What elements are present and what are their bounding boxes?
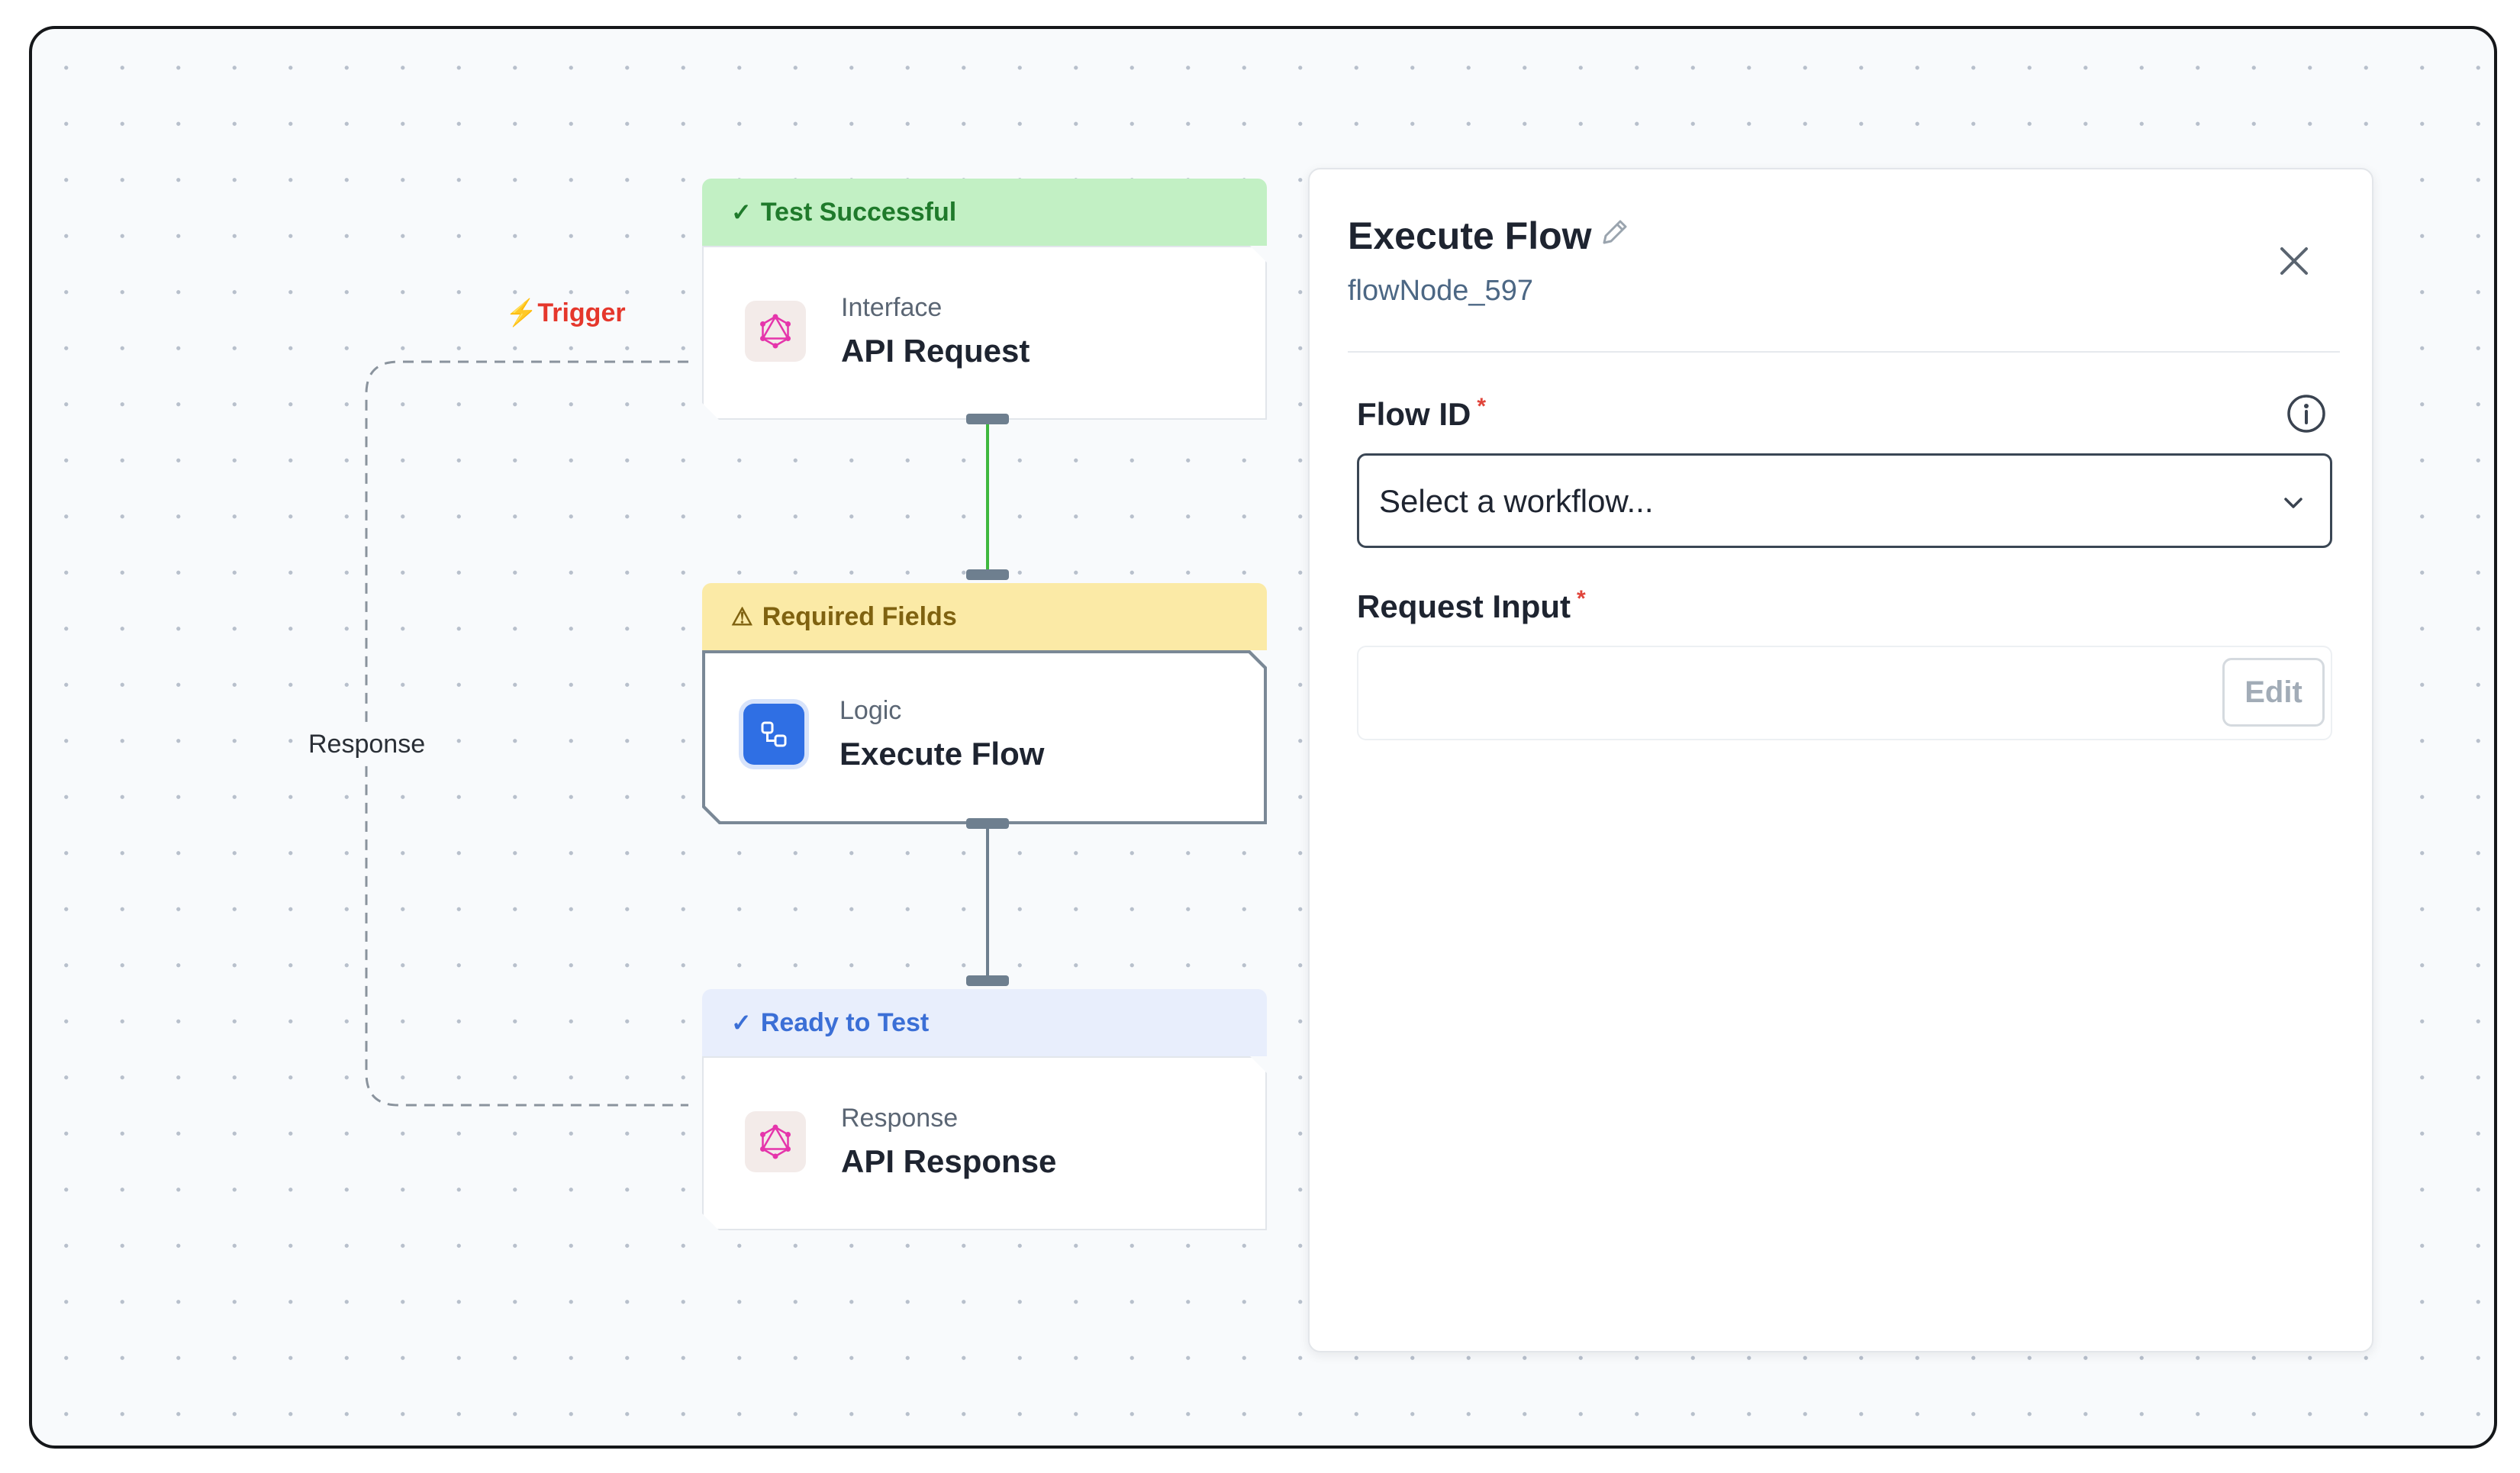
divider [1348,351,2340,353]
required-marker: * [1477,394,1487,419]
status-banner-success: ✓ Test Successful [702,179,1267,246]
flow-id-select[interactable]: Select a workflow... [1357,453,2332,548]
close-icon[interactable] [2276,243,2312,279]
status-banner-ready: ✓ Ready to Test [702,989,1267,1056]
request-input-field[interactable]: Edit [1357,646,2332,740]
node-title: API Request [841,333,1030,369]
select-placeholder: Select a workflow... [1379,483,1654,519]
node-properties-panel: Execute Flow flowNode_597 Flow ID* Selec… [1308,168,2373,1352]
node-title: API Response [841,1143,1057,1179]
graphql-icon [745,1111,806,1172]
graphql-icon [745,301,806,362]
required-marker: * [1577,586,1586,611]
node-category: Interface [841,293,943,322]
info-icon[interactable] [2285,392,2328,435]
output-port[interactable] [966,414,1009,424]
node-category: Logic [839,696,902,725]
node-api-response[interactable]: ✓ Ready to Test Response API Response [702,989,1267,1230]
edit-button[interactable]: Edit [2222,658,2325,727]
node-category: Response [841,1104,959,1133]
node-api-request[interactable]: ✓ Test Successful Interface API Request [702,179,1267,420]
panel-title: Execute Flow [1348,214,1592,257]
node-card-selected[interactable]: Logic Execute Flow [702,650,1267,824]
response-edge-label: Response [305,728,429,761]
lightning-icon: ⚡ [505,298,538,327]
pencil-icon[interactable] [1598,215,1632,249]
workflow-canvas[interactable]: ⚡Trigger Response ✓ Test Successful Inte… [29,26,2497,1449]
check-icon: ✓ [731,198,752,226]
node-title: Execute Flow [839,736,1045,772]
output-port[interactable] [966,818,1009,829]
node-id: flowNode_597 [1348,275,1533,307]
check-icon: ✓ [731,1009,752,1036]
node-card[interactable]: Interface API Request [702,246,1267,420]
chevron-down-icon [2284,498,2302,508]
input-port[interactable] [966,569,1009,580]
request-input-label: Request Input* [1357,586,1586,624]
flow-id-label: Flow ID* [1357,394,1487,432]
input-port[interactable] [966,975,1009,986]
trigger-edge-label: ⚡Trigger [505,298,626,327]
status-banner-warning: ⚠ Required Fields [702,583,1267,650]
node-execute-flow[interactable]: ⚠ Required Fields Logic Execute Flow [702,583,1267,824]
warning-triangle-icon: ⚠ [731,603,753,630]
workflow-icon [743,704,804,765]
node-card[interactable]: Response API Response [702,1056,1267,1230]
